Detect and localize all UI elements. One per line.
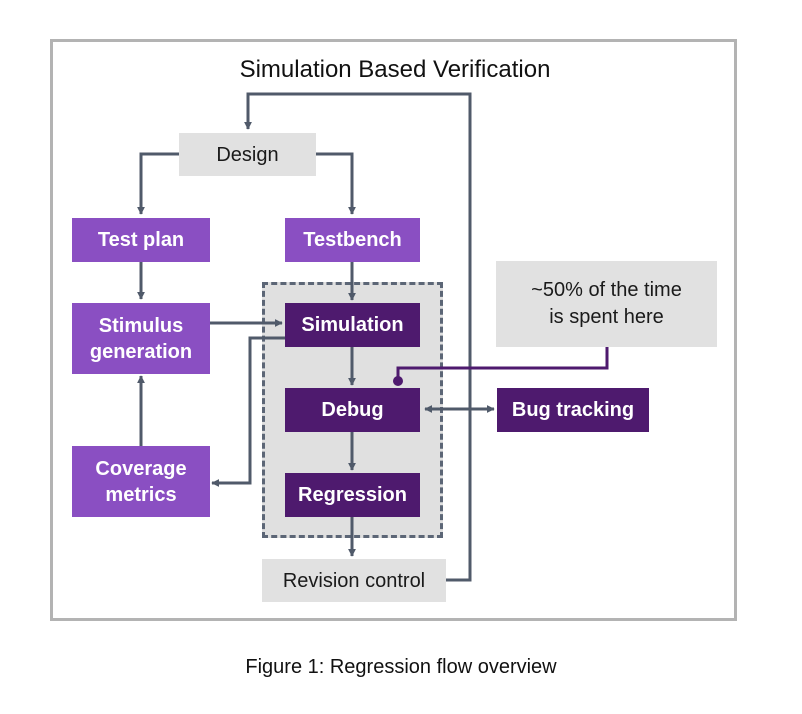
- design-node: Design: [179, 133, 316, 176]
- simulation-label: Simulation: [301, 314, 404, 336]
- diagram-frame: [50, 39, 737, 621]
- time-spent-label: ~50% of the time is spent here: [531, 279, 682, 328]
- coverage-metrics-node: Coverage metrics: [72, 446, 210, 517]
- bug-tracking-node: Bug tracking: [497, 388, 649, 432]
- testbench-node: Testbench: [285, 218, 420, 262]
- revision-control-node: Revision control: [262, 559, 446, 602]
- testbench-label: Testbench: [303, 229, 402, 251]
- regression-node: Regression: [285, 473, 420, 517]
- arrow-revision-to-design: [244, 92, 472, 582]
- coverage-metrics-label: Coverage metrics: [95, 457, 187, 506]
- arrow-design-to-testplan: [137, 152, 180, 215]
- figure-caption: Figure 1: Regression flow overview: [245, 656, 557, 678]
- stimulus-generation-label: Stimulus generation: [89, 314, 193, 363]
- regression-label: Regression: [298, 484, 407, 506]
- arrow-design-to-testbench: [316, 152, 356, 215]
- time-spent-note: ~50% of the time is spent here: [496, 261, 717, 347]
- debug-node: Debug: [285, 388, 420, 432]
- debug-label: Debug: [321, 399, 384, 421]
- arrow-simulation-to-coverage: [211, 336, 285, 487]
- callout-line: [396, 346, 609, 380]
- diagram-title: Simulation Based Verification: [239, 56, 551, 83]
- callout-dot: [393, 376, 403, 386]
- revision-control-label: Revision control: [282, 569, 426, 592]
- bug-tracking-label: Bug tracking: [511, 399, 635, 421]
- stimulus-generation-node: Stimulus generation: [72, 303, 210, 374]
- design-label: Design: [216, 143, 279, 166]
- test-plan-label: Test plan: [97, 229, 185, 251]
- test-plan-node: Test plan: [72, 218, 210, 262]
- simulation-node: Simulation: [285, 303, 420, 347]
